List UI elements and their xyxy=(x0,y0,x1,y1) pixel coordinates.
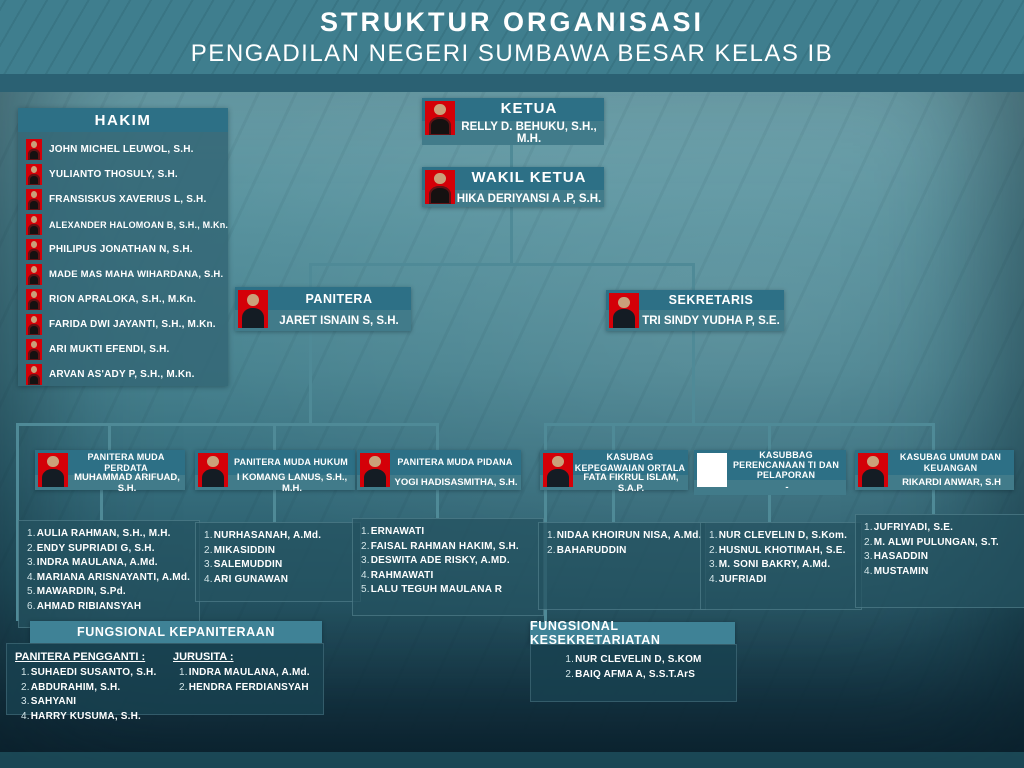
division-head-name: YOGI HADISASMITHA, S.H. xyxy=(357,475,521,490)
hakim-row: PHILIPUS JONATHAN N, S.H. xyxy=(26,237,222,262)
connector xyxy=(100,490,103,520)
division-head-photo-blank xyxy=(697,453,727,487)
header-divider-strip xyxy=(0,74,1024,92)
hakim-row: MADE MAS MAHA WIHARDANA, S.H. xyxy=(26,262,223,287)
staff-list-kepegawaian: NIDAA KHOIRUN NISA, A.Md. BAHARUDDIN xyxy=(538,522,706,610)
fungsional-kepaniteraan-header: FUNGSIONAL KEPANITERAAN xyxy=(30,621,322,643)
connector xyxy=(510,207,513,265)
hakim-row: RION APRALOKA, S.H., M.Kn. xyxy=(26,287,222,312)
fungsional-kesekretariatan-panel: NUR CLEVELIN D, S.KOM BAIQ AFMA A, S.S.T… xyxy=(530,644,737,702)
hakim-row: FRANSISKUS XAVERIUS L, S.H. xyxy=(26,187,222,212)
division-head-name: - xyxy=(694,480,846,496)
panitera-muda-pidana-box: PANITERA MUDA PIDANA YOGI HADISASMITHA, … xyxy=(357,450,521,490)
group-label: JURUSITA : xyxy=(173,651,234,663)
ketua-photo xyxy=(425,101,455,135)
division-head-name: FATA FIKRUL ISLAM, S.A.P. xyxy=(540,472,688,494)
wakil-ketua-title: WAKIL KETUA xyxy=(422,167,604,190)
connector xyxy=(16,423,439,426)
connector xyxy=(108,423,111,452)
wakil-ketua-photo xyxy=(425,170,455,204)
jurusita-group: JURUSITA : INDRA MAULANA, A.Md. HENDRA F… xyxy=(173,651,310,693)
kasubag-umum-keuangan-box: KASUBAG UMUM DAN KEUANGAN RIKARDI ANWAR,… xyxy=(855,450,1014,490)
connector xyxy=(692,263,695,291)
connector xyxy=(436,423,439,452)
panitera-muda-hukum-box: PANITERA MUDA HUKUM I KOMANG LANUS, S.H.… xyxy=(195,450,355,494)
fungsional-kepaniteraan-panel: PANITERA PENGGANTI : SUHAEDI SUSANTO, S.… xyxy=(6,643,324,722)
connector xyxy=(612,423,615,452)
hakim-row: ARVAN AS'ADY P, S.H., M.Kn. xyxy=(26,362,222,387)
connector xyxy=(309,331,312,425)
connector xyxy=(612,490,615,522)
group-label: PANITERA PENGGANTI : xyxy=(15,651,146,663)
division-head-photo xyxy=(360,453,390,487)
hakim-row: ALEXANDER HALOMOAN B, S.H., M.Kn. xyxy=(26,212,228,237)
connector xyxy=(932,490,935,514)
page-title: STRUKTUR ORGANISASI xyxy=(319,6,704,37)
hakim-photo xyxy=(26,314,42,335)
hakim-panel: HAKIM JOHN MICHEL LEUWOL, S.H. YULIANTO … xyxy=(18,108,228,386)
division-head-name: I KOMANG LANUS, S.H., M.H. xyxy=(195,472,355,494)
panitera-name: JARET ISNAIN S, S.H. xyxy=(235,310,411,331)
division-head-photo xyxy=(858,453,888,487)
connector xyxy=(932,423,935,452)
connector xyxy=(273,490,276,522)
connector xyxy=(510,138,513,167)
hakim-photo xyxy=(26,189,42,210)
staff-list-pidana: ERNAWATI FAISAL RAHMAN HAKIM, S.H. DESWI… xyxy=(352,518,544,616)
hakim-list: JOHN MICHEL LEUWOL, S.H. YULIANTO THOSUL… xyxy=(18,132,228,391)
ketua-box: KETUA RELLY D. BEHUKU, S.H., M.H. xyxy=(422,98,604,145)
wakil-ketua-name: HIKA DERIYANSI A .P, S.H. xyxy=(422,190,604,207)
ketua-title: KETUA xyxy=(422,98,604,121)
hakim-photo xyxy=(26,339,42,360)
wakil-ketua-box: WAKIL KETUA HIKA DERIYANSI A .P, S.H. xyxy=(422,167,604,207)
sekretaris-box: SEKRETARIS TRI SINDY YUDHA P, S.E. xyxy=(606,290,784,331)
kasubag-kepegawaian-box: KASUBAG KEPEGAWAIAN ORTALA FATA FIKRUL I… xyxy=(540,450,688,494)
division-head-photo xyxy=(38,453,68,487)
division-head-name: MUHAMMAD ARIFUAD, S.H. xyxy=(35,472,185,494)
hakim-photo xyxy=(26,214,42,235)
hakim-row: JOHN MICHEL LEUWOL, S.H. xyxy=(26,137,222,162)
connector xyxy=(544,423,934,426)
kasubbag-perencanaan-box: KASUBBAG PERENCANAAN TI DAN PELAPORAN - xyxy=(694,450,846,496)
hakim-row: FARIDA DWI JAYANTI, S.H., M.Kn. xyxy=(26,312,222,337)
page-header: STRUKTUR ORGANISASI PENGADILAN NEGERI SU… xyxy=(0,0,1024,74)
connector xyxy=(436,490,439,518)
hakim-photo xyxy=(26,264,42,285)
hakim-row: ARI MUKTI EFENDI, S.H. xyxy=(26,337,222,362)
hakim-photo xyxy=(26,164,42,185)
connector xyxy=(768,423,771,452)
panitera-box: PANITERA JARET ISNAIN S, S.H. xyxy=(235,287,411,331)
connector xyxy=(768,490,771,522)
connector xyxy=(16,423,19,621)
division-head-name: RIKARDI ANWAR, S.H xyxy=(855,475,1014,490)
division-head-photo xyxy=(543,453,573,487)
panitera-muda-perdata-box: PANITERA MUDA PERDATA MUHAMMAD ARIFUAD, … xyxy=(35,450,185,494)
staff-list-hukum: NURHASANAH, A.Md. MIKASIDDIN SALEMUDDIN … xyxy=(195,522,361,602)
fungsional-kesekretariatan-header: FUNGSIONAL KESEKRETARIATAN xyxy=(530,619,735,647)
hakim-photo xyxy=(26,289,42,310)
sekretaris-title: SEKRETARIS xyxy=(606,290,784,310)
hakim-photo xyxy=(26,364,42,385)
connector xyxy=(273,423,276,452)
hakim-panel-title: HAKIM xyxy=(18,108,228,132)
division-head-photo xyxy=(198,453,228,487)
panitera-title: PANITERA xyxy=(235,287,411,310)
sekretaris-photo xyxy=(609,293,639,328)
page-subtitle: PENGADILAN NEGERI SUMBAWA BESAR KELAS IB xyxy=(190,39,834,67)
hakim-row: YULIANTO THOSULY, S.H. xyxy=(26,162,222,187)
connector xyxy=(309,263,695,266)
panitera-photo xyxy=(238,290,268,328)
hakim-photo xyxy=(26,139,42,160)
staff-list-umum-keuangan: JUFRIYADI, S.E. M. ALWI PULUNGAN, S.T. H… xyxy=(855,514,1024,608)
staff-list-perencanaan: NUR CLEVELIN D, S.Kom. HUSNUL KHOTIMAH, … xyxy=(700,522,862,610)
hakim-photo xyxy=(26,239,42,260)
bottom-strip xyxy=(0,752,1024,768)
connector xyxy=(309,263,312,289)
panitera-pengganti-group: PANITERA PENGGANTI : SUHAEDI SUSANTO, S.… xyxy=(15,651,173,724)
staff-list-perdata: AULIA RAHMAN, S.H., M.H. ENDY SUPRIADI G… xyxy=(18,520,200,628)
sekretaris-name: TRI SINDY YUDHA P, S.E. xyxy=(606,310,784,331)
connector xyxy=(692,331,695,425)
